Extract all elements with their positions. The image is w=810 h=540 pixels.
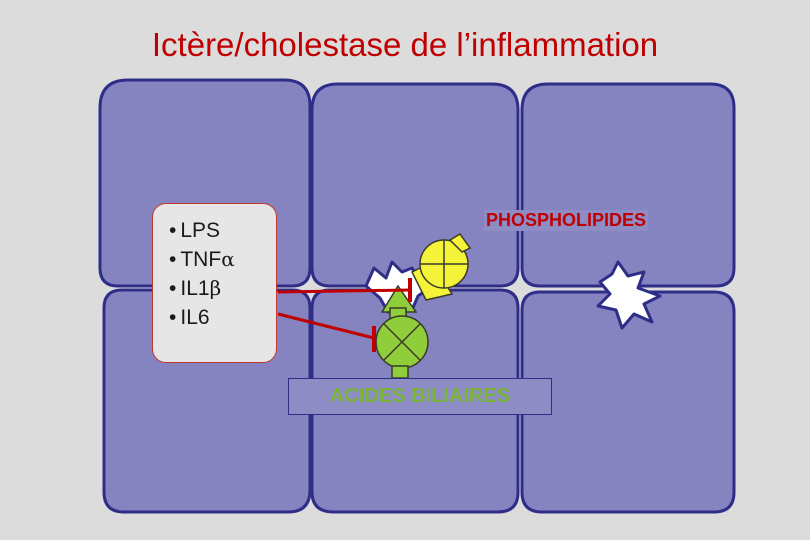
cytokine-item-il1: •IL1β — [169, 274, 276, 303]
phospholipid-transporter-knob — [448, 233, 472, 253]
acides-biliaires-label: ACIDES BILIAIRES — [288, 378, 552, 415]
bullet: • — [169, 248, 177, 271]
hepatocyte-cell-top-right — [520, 82, 736, 288]
inhibition-arrow-phospholipid — [277, 278, 412, 302]
bile-acid-transporter-cross-b — [383, 323, 421, 361]
phospholipides-label: PHOSPHOLIPIDES — [484, 210, 649, 231]
bile-canaliculus-right — [596, 260, 662, 330]
cytokine-item-tnf: •TNFα — [169, 245, 276, 274]
bile-acid-transporter-base — [391, 365, 409, 379]
cytokine-name: TNF — [180, 248, 222, 271]
greek-suffix: β — [209, 276, 222, 300]
greek-suffix: α — [221, 247, 235, 271]
inhibition-arrow-bile-acid — [277, 312, 376, 352]
cytokine-name: LPS — [180, 219, 221, 242]
bullet: • — [169, 306, 177, 329]
bullet: • — [169, 219, 177, 242]
cytokine-list-box: •LPS •TNFα •IL1β •IL6 — [152, 203, 277, 363]
cytokine-item-lps: •LPS — [169, 216, 276, 245]
bile-acid-transporter — [375, 284, 429, 379]
cytokine-name: IL1 — [180, 277, 210, 300]
phospholipid-transporter — [410, 233, 472, 301]
slide-title: Ictère/cholestase de l’inflammation — [151, 26, 659, 63]
cytokine-name: IL6 — [180, 306, 210, 329]
hepatocyte-cell-top-middle — [310, 82, 520, 288]
hepatocyte-cell-bottom-right — [520, 290, 736, 514]
bullet: • — [169, 277, 177, 300]
cytokine-item-il6: •IL6 — [169, 303, 276, 332]
